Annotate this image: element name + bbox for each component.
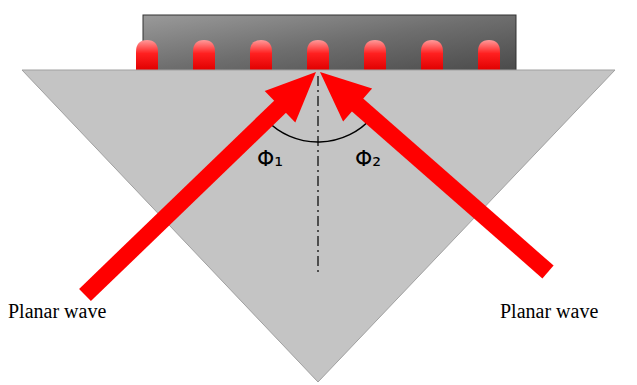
field-lobe [364, 40, 386, 70]
field-lobe [250, 40, 272, 70]
label-holder: Φ₂ [355, 146, 381, 171]
left-beam [85, 72, 316, 295]
field-lobe [478, 40, 500, 70]
normal-line [317, 76, 318, 272]
right-beam [320, 72, 548, 272]
angle-arc [266, 118, 372, 142]
field-lobe [307, 40, 329, 70]
label-holder: Planar wave [500, 300, 598, 323]
field-lobe [136, 40, 158, 70]
field-lobes [136, 40, 500, 70]
beam-label: Planar wave [8, 300, 106, 323]
sample-slab [143, 15, 516, 71]
beam-label: Planar wave [500, 300, 598, 323]
field-lobe [193, 40, 215, 70]
label-holder: Planar wave [8, 300, 106, 323]
angle-label: Φ₂ [355, 146, 381, 171]
prism [22, 70, 615, 382]
field-lobe [421, 40, 443, 70]
label-holder: Φ₁ [257, 146, 283, 171]
angle-label: Φ₁ [257, 146, 283, 171]
